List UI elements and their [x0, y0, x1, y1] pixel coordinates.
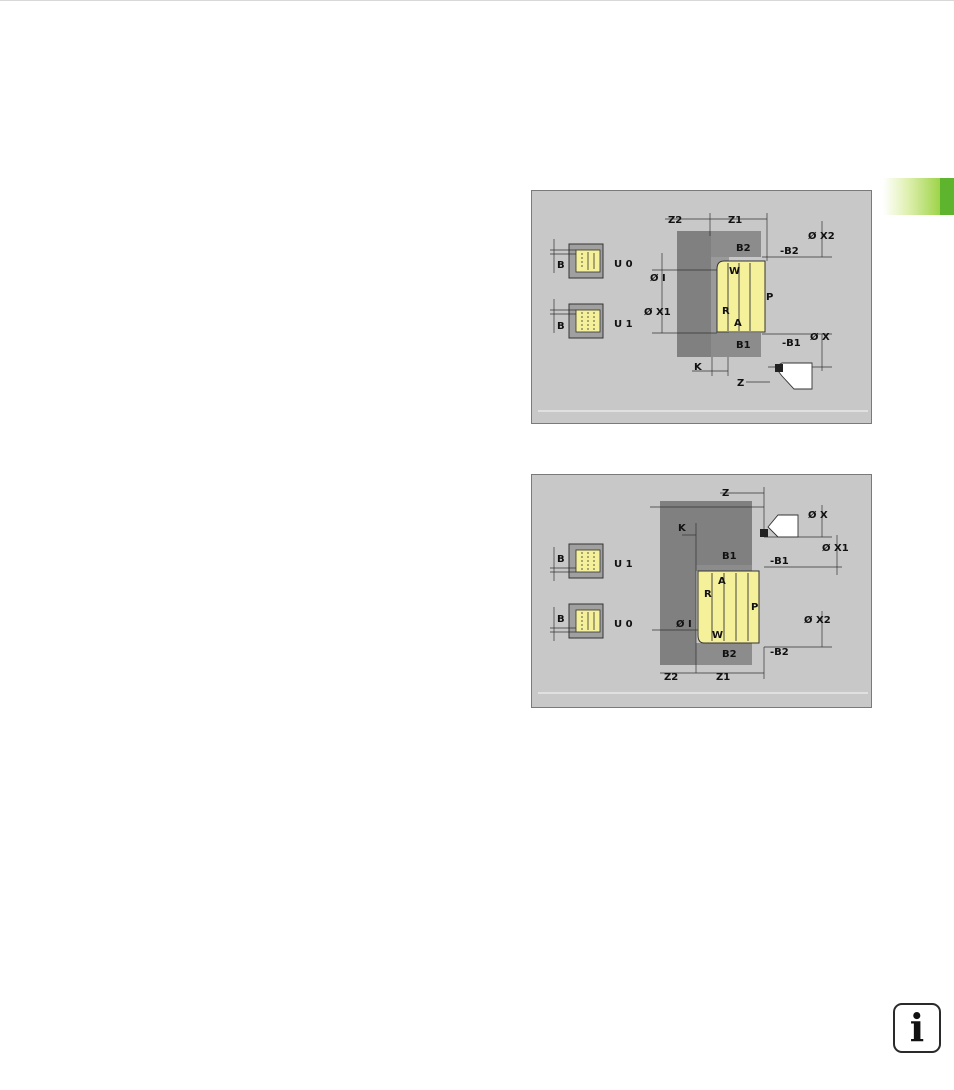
label-x: Ø X — [810, 331, 830, 343]
mode-icon-u1 — [550, 299, 604, 339]
workpiece-bottom-band — [711, 333, 761, 357]
label-b1: B1 — [736, 340, 751, 351]
mode-icon-u1 — [550, 543, 604, 581]
label-p: P — [751, 602, 758, 613]
label-z1: Z1 — [716, 672, 730, 683]
label-x2: Ø X2 — [808, 230, 835, 242]
diagram-bottom-svg: B U 1 B U 0 — [538, 487, 868, 694]
workpiece-bottom-band — [696, 643, 752, 665]
label-neg-b2: -B2 — [780, 246, 799, 257]
label-z2: Z2 — [664, 672, 678, 683]
label-x: Ø X — [808, 509, 828, 521]
label-b2: B2 — [736, 243, 751, 254]
label-i: Ø I — [676, 618, 692, 630]
groove-shape — [716, 260, 766, 333]
label-w: W — [729, 266, 740, 277]
page-top-rule — [0, 0, 954, 1]
b-label-lower: B — [557, 614, 565, 625]
label-i: Ø I — [650, 272, 666, 284]
mode-icon-u0 — [550, 239, 604, 279]
diagram-bottom: B U 1 B U 0 — [531, 474, 872, 708]
chapter-tab[interactable] — [883, 178, 954, 215]
mode-label-lower: U 0 — [614, 619, 633, 630]
label-a: A — [734, 318, 742, 329]
label-w: W — [712, 630, 723, 641]
info-icon: i — [909, 1005, 925, 1050]
label-neg-b1: -B1 — [782, 338, 801, 349]
groove-shape — [697, 570, 760, 644]
label-x1: Ø X1 — [822, 542, 849, 554]
workpiece-top — [660, 501, 752, 565]
tool-shape — [774, 362, 813, 390]
label-neg-b2: -B2 — [770, 647, 789, 658]
label-b1: B1 — [722, 551, 737, 562]
tool-shape — [767, 514, 799, 538]
diagram-top-svg: B U 0 B U 1 — [538, 213, 868, 412]
b-label-lower: B — [557, 321, 565, 332]
label-p: P — [766, 292, 773, 303]
label-r: R — [704, 589, 712, 600]
mode-icon-u0 — [550, 603, 604, 641]
label-z: Z — [722, 488, 729, 499]
label-r: R — [722, 306, 730, 317]
label-neg-b1: -B1 — [770, 556, 789, 567]
workpiece-left — [677, 231, 711, 357]
label-z: Z — [737, 378, 744, 389]
b-label-upper: B — [557, 260, 565, 271]
workpiece-top-band — [711, 231, 761, 257]
label-a: A — [718, 576, 726, 587]
label-z2: Z2 — [668, 215, 682, 226]
info-button[interactable]: i — [893, 1003, 941, 1053]
chapter-tab-edge — [940, 178, 954, 215]
label-x1: Ø X1 — [644, 306, 671, 318]
label-x2: Ø X2 — [804, 614, 831, 626]
label-z1: Z1 — [728, 215, 742, 226]
mode-label-lower: U 1 — [614, 319, 633, 330]
mode-label-upper: U 0 — [614, 259, 633, 270]
workpiece-left — [660, 565, 696, 665]
label-k: K — [678, 523, 687, 534]
mode-label-upper: U 1 — [614, 559, 633, 570]
label-k: K — [694, 362, 703, 373]
diagram-top: B U 0 B U 1 — [531, 190, 872, 424]
b-label-upper: B — [557, 554, 565, 565]
label-b2: B2 — [722, 649, 737, 660]
